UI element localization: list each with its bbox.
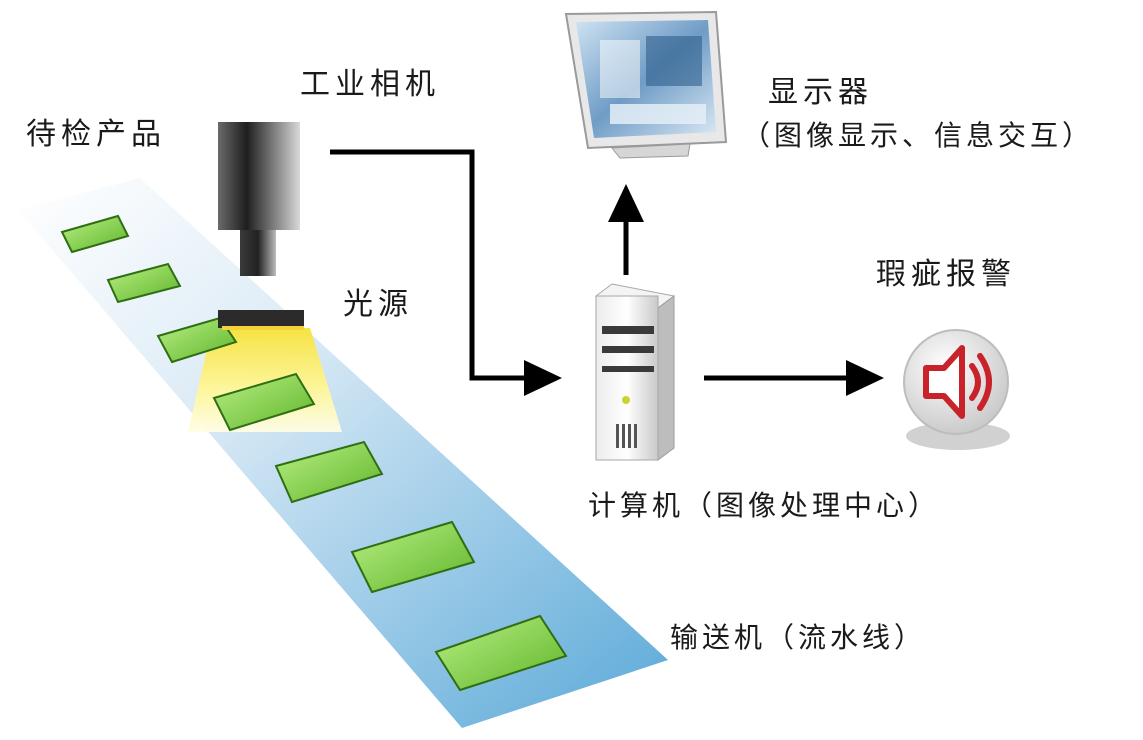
display-description: （图像显示、信息交互） xyxy=(742,119,1095,152)
arrow-computer-to-display xyxy=(608,184,644,275)
display-label: 显示器 xyxy=(768,75,873,110)
product-item xyxy=(212,372,316,432)
speaker-alarm-icon xyxy=(903,329,1010,450)
alarm-label: 瑕疵报警 xyxy=(876,257,1016,292)
conveyor-label: 输送机（流水线） xyxy=(670,621,927,654)
camera-label: 工业相机 xyxy=(300,67,440,102)
product-item xyxy=(156,316,238,364)
product-item xyxy=(350,520,476,594)
product-item xyxy=(434,614,568,692)
product-item xyxy=(60,214,130,254)
arrow-computer-to-alarm xyxy=(704,360,884,396)
computer-label: 计算机（图像处理中心） xyxy=(588,489,941,522)
product-group xyxy=(60,214,568,692)
product-item xyxy=(274,440,384,504)
light-source-icon xyxy=(218,310,304,330)
arrow-camera-to-computer xyxy=(330,149,562,396)
industrial-camera-icon xyxy=(218,122,300,276)
product-label: 待检产品 xyxy=(26,117,166,152)
light-label: 光源 xyxy=(343,287,413,322)
computer-tower-icon xyxy=(594,283,676,461)
product-item xyxy=(106,262,182,304)
monitor-icon xyxy=(564,10,728,159)
